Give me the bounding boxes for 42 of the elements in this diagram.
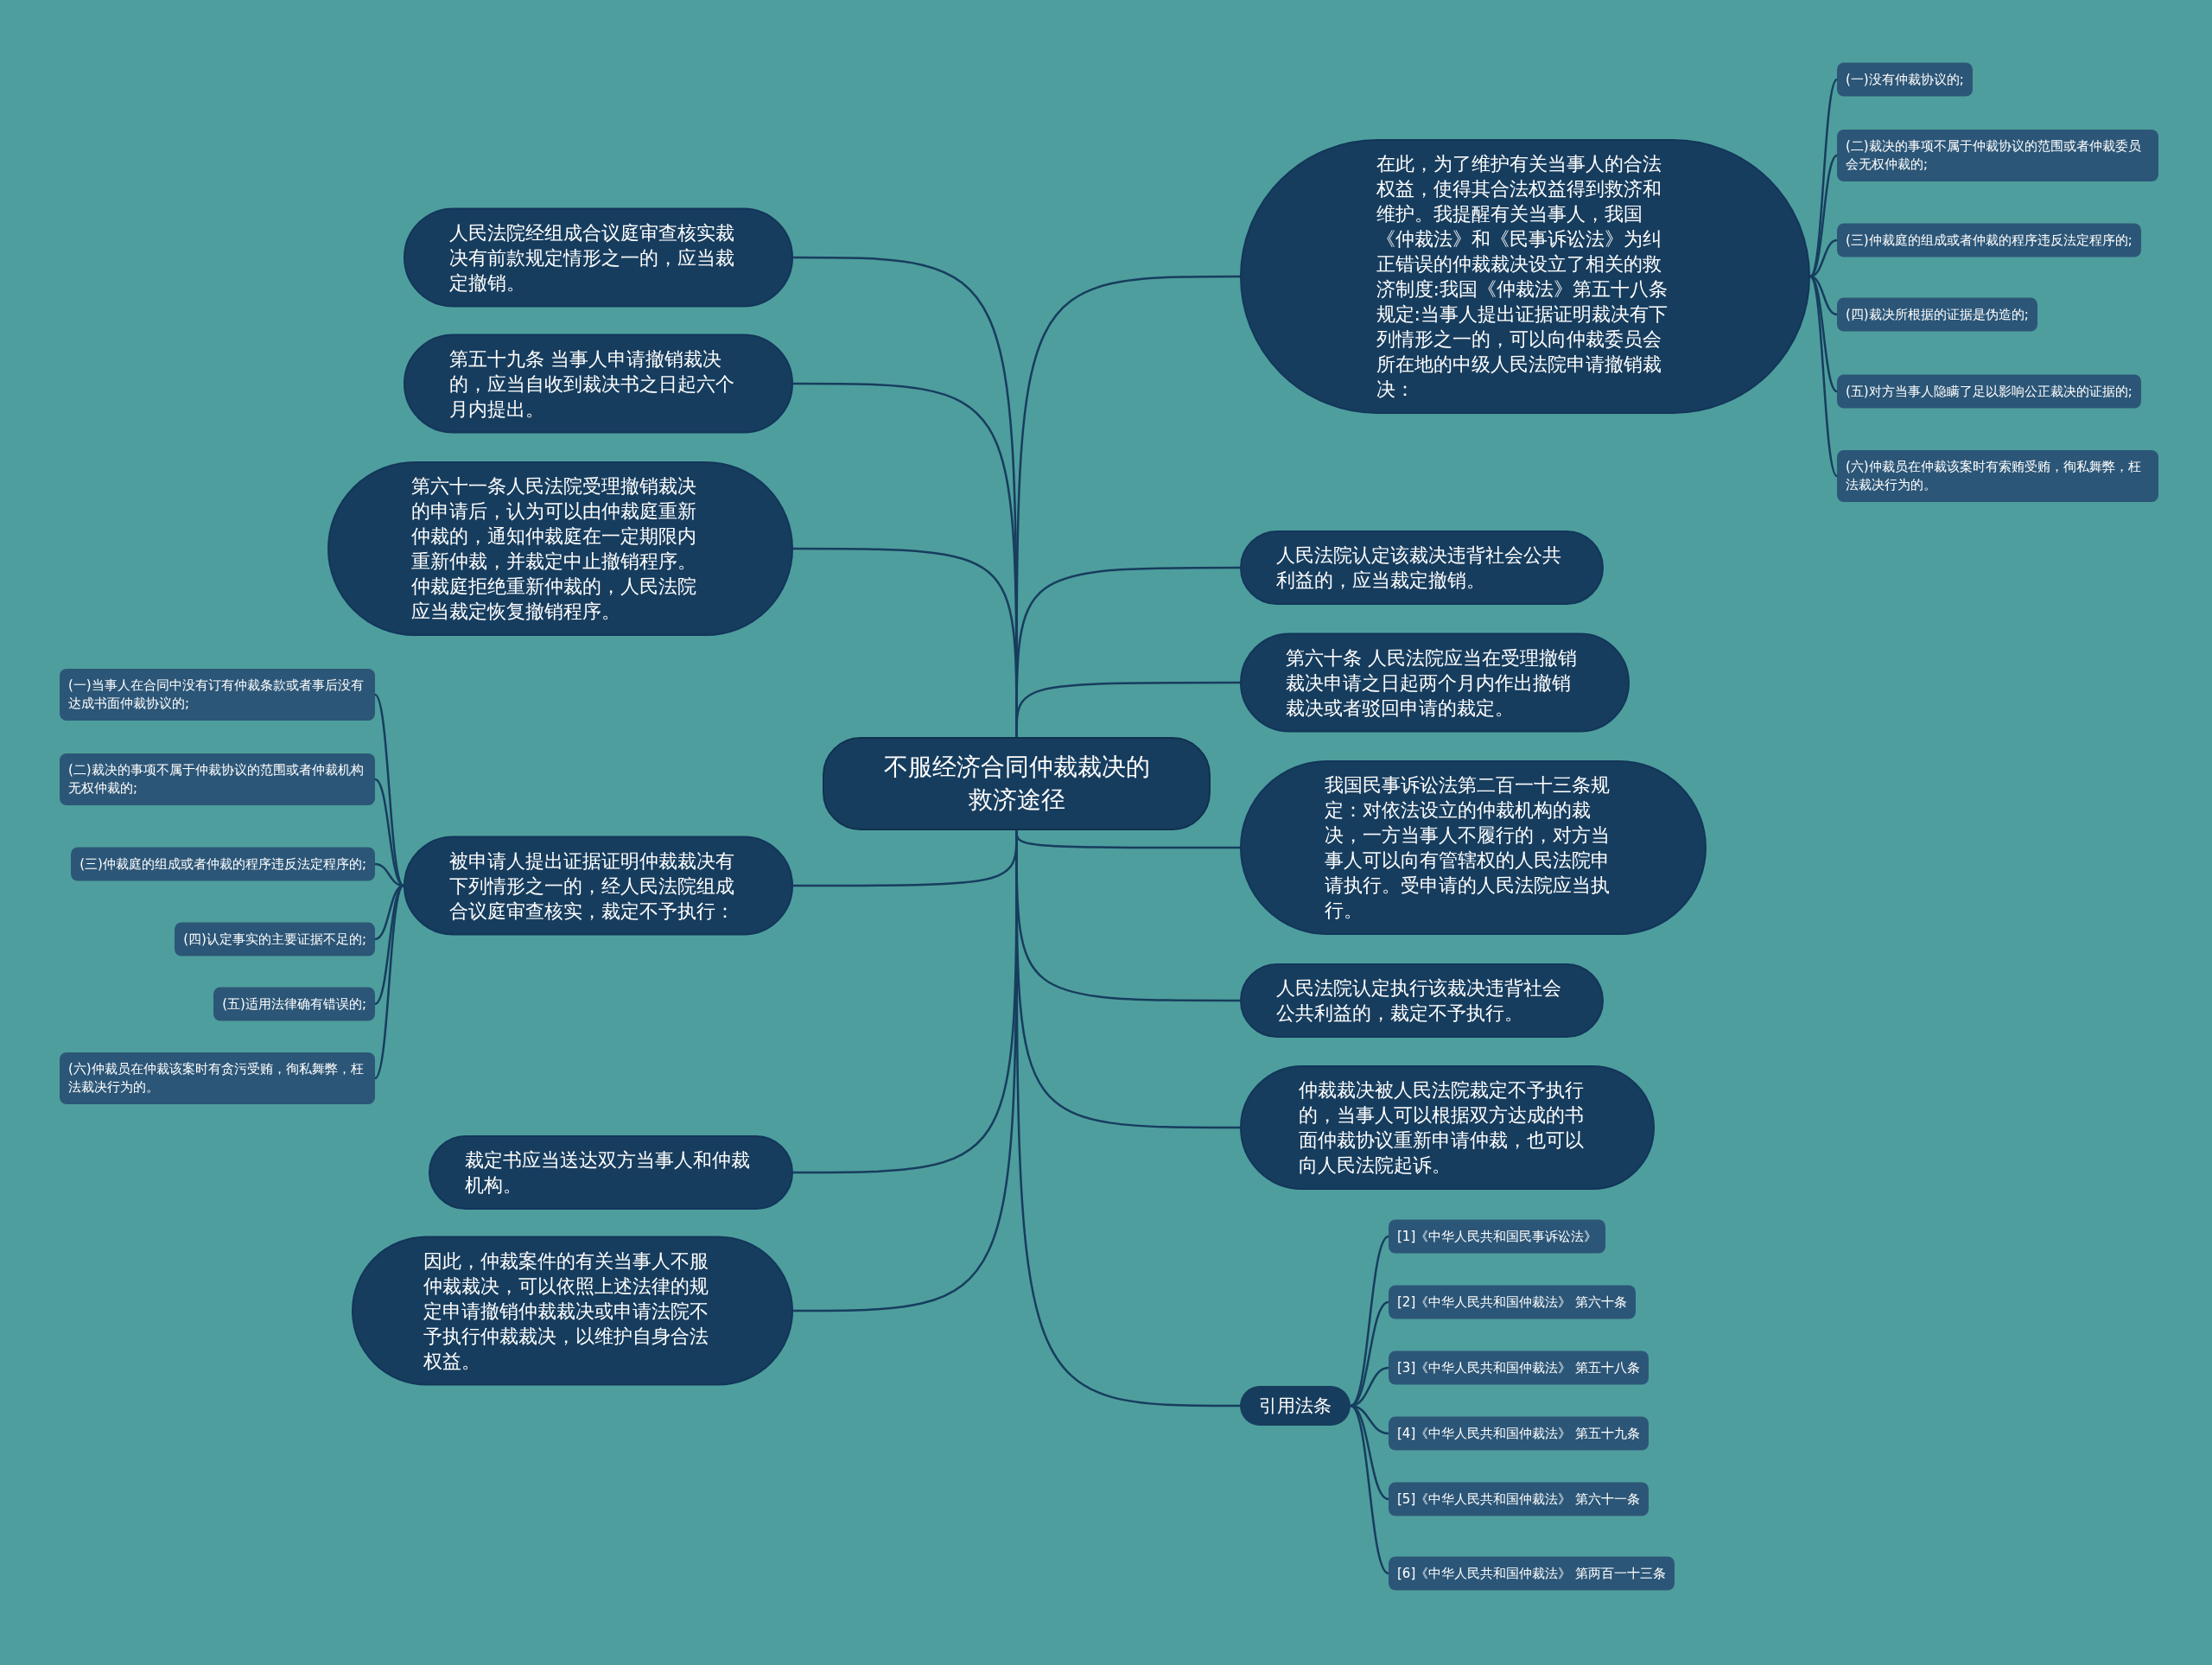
central-topic: 不服经济合同仲裁裁决的救济途径 [823,737,1211,830]
subtopic-card: (六)仲裁员在仲裁该案时有贪污受贿，徇私舞弊，枉法裁决行为的。 [60,1052,375,1104]
subtopic-card: (三)仲裁庭的组成或者仲裁的程序违反法定程序的; [1837,223,2141,257]
topic-bubble: 第五十九条 当事人申请撤销裁决的，应当自收到裁决书之日起六个月内提出。 [404,334,793,434]
subtopic-card: [2]《中华人民共和国仲裁法》 第六十条 [1389,1285,1636,1319]
topic-bubble: 在此，为了维护有关当事人的合法权益，使得其合法权益得到救济和维护。我提醒有关当事人，我国《仲裁法》和《民事诉讼法》为纠正错误的仲裁裁决设立了相关的救济制度:我国《仲裁法》第五十八条规定:当事人提出证据证明裁决有下列情形之一的，可以向仲裁委员会所在地的中级人民法院申请撤销裁决： [1240,139,1810,414]
subtopic-card: (六)仲裁员在仲裁该案时有索贿受贿，徇私舞弊，枉法裁决行为的。 [1837,450,2158,502]
connector-line [1350,1405,1389,1574]
topic-bubble: 人民法院经组成合议庭审查核实裁决有前款规定情形之一的，应当裁定撤销。 [404,207,793,308]
topic-bubble: 被申请人提出证据证明仲裁裁决有下列情形之一的，经人民法院组成合议庭审查核实，裁定不予执行： [404,836,793,936]
subtopic-card: (五)对方当事人隐瞒了足以影响公正裁决的证据的; [1837,374,2141,409]
subtopic-card: (五)适用法律确有错误的; [213,987,375,1021]
subtopic-card: (三)仲裁庭的组成或者仲裁的程序违反法定程序的; [71,847,375,881]
topic-bubble: 第六十条 人民法院应当在受理撤销裁决申请之日起两个月内作出撤销裁决或者驳回申请的裁定。 [1240,632,1630,733]
connector-line [1809,155,1838,277]
subtopic-card: [5]《中华人民共和国仲裁法》 第六十一条 [1389,1482,1649,1516]
connector-line [1350,1236,1389,1407]
connector-line [1350,1300,1389,1408]
connector-line [1350,1366,1389,1408]
subtopic-card: (四)认定事实的主要证据不足的; [175,922,375,956]
topic-bubble: 因此，仲裁案件的有关当事人不服仲裁裁决，可以依照上述法律的规定申请撤销仲裁裁决或申请法院不予执行仲裁裁决，以维护自身合法权益。 [352,1236,793,1386]
subtopic-card: (一)当事人在合同中没有订有仲裁条款或者事后没有达成书面仲裁协议的; [60,669,375,721]
subtopic-card: (四)裁决所根据的证据是伪造的; [1837,297,2037,332]
topic-bubble: 引用法条 [1240,1386,1351,1426]
connector-line [793,547,1018,737]
topic-bubble: 人民法院认定该裁决违背社会公共利益的，应当裁定撤销。 [1240,531,1604,605]
connector-line [1809,79,1838,277]
connector-line [1350,1404,1389,1501]
topic-bubble: 第六十一条人民法院受理撤销裁决的申请后，认为可以由仲裁庭重新仲裁的，通知仲裁庭在一定期限内重新仲裁，并裁定中止撤销程序。仲裁庭拒绝重新仲裁的，人民法院应当裁定恢复撤销程序。 [327,461,793,636]
topic-bubble: 仲裁裁决被人民法院裁定不予执行的，当事人可以根据双方达成的书面仲裁协议重新申请仲裁，也可以向人民法院起诉。 [1240,1065,1655,1190]
topic-bubble: 我国民事诉讼法第二百一十三条规定：对依法设立的仲裁机构的裁决，一方当事人不履行的，对方当事人可以向有管辖权的人民法院申请执行。受申请的人民法院应当执行。 [1240,760,1707,935]
subtopic-card: (二)裁决的事项不属于仲裁协议的范围或者仲裁机构无权仲裁的; [60,753,375,805]
connector-line [374,885,404,1079]
subtopic-card: (二)裁决的事项不属于仲裁协议的范围或者仲裁委员会无权仲裁的; [1837,130,2158,181]
topic-bubble: 裁定书应当送达双方当事人和仲裁机构。 [429,1135,793,1210]
subtopic-card: [6]《中华人民共和国仲裁法》 第两百一十三条 [1389,1556,1675,1591]
subtopic-card: [1]《中华人民共和国民事诉讼法》 [1389,1219,1606,1254]
subtopic-card: [4]《中华人民共和国仲裁法》 第五十九条 [1389,1416,1649,1451]
connector-line [1809,276,1838,477]
topic-bubble: 人民法院认定执行该裁决违背社会公共利益的，裁定不予执行。 [1240,963,1604,1038]
subtopic-card: (一)没有仲裁协议的; [1837,62,1973,97]
subtopic-card: [3]《中华人民共和国仲裁法》 第五十八条 [1389,1350,1649,1385]
